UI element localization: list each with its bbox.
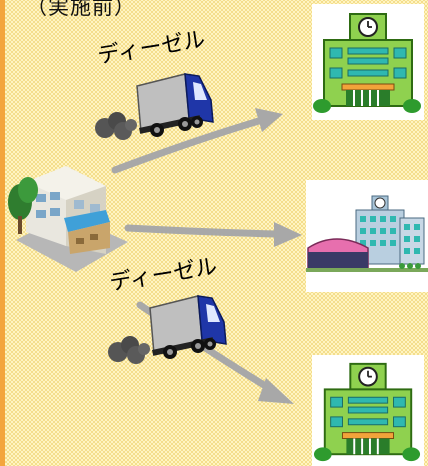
school-building-icon [313, 13, 421, 113]
diagram-caption: （実施前） [26, 0, 136, 19]
accent-bar [0, 0, 5, 466]
shop-warehouse-icon [8, 166, 128, 272]
diesel-truck-icon [136, 73, 214, 137]
diesel-truck-icon [149, 295, 227, 359]
arrow-to-top-school [111, 108, 283, 174]
school-building-icon [313, 362, 421, 462]
exhaust-smoke-icon [108, 336, 150, 364]
campus-building-icon [306, 195, 428, 272]
exhaust-smoke-icon [95, 112, 137, 140]
arrow-to-campus [124, 222, 302, 247]
